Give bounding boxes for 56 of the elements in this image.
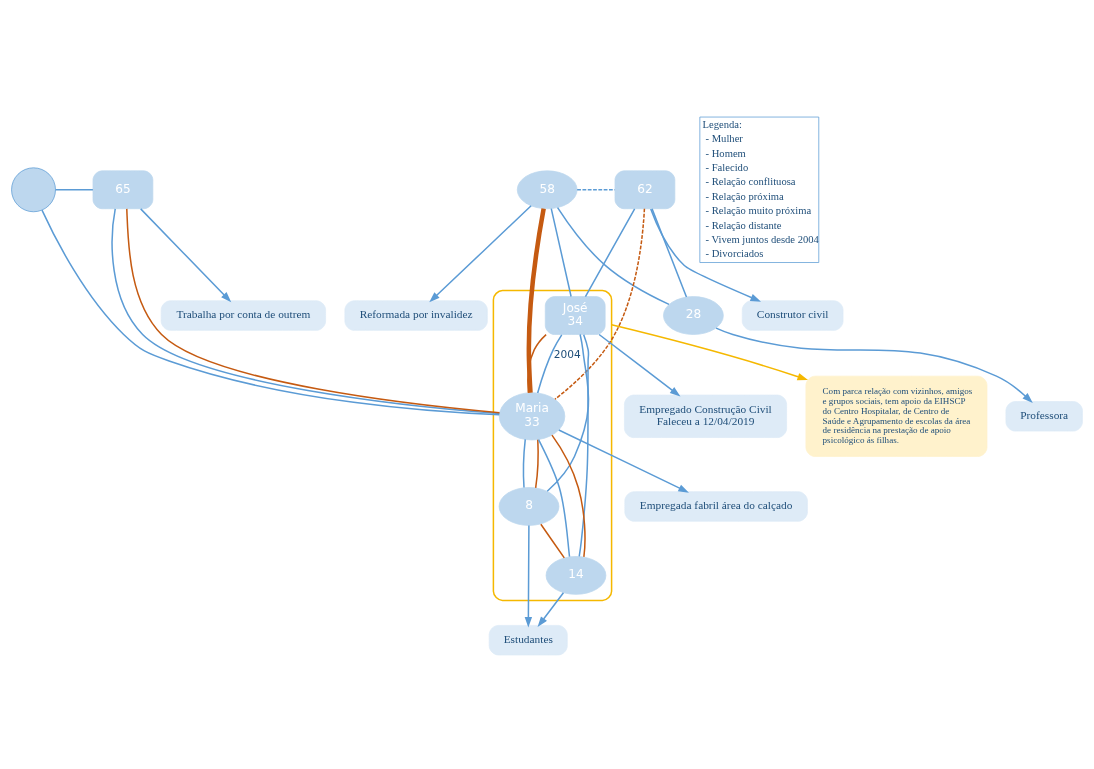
- legend-label: - Homem: [705, 147, 746, 159]
- connector: [41, 209, 500, 416]
- arrow: [537, 592, 565, 628]
- connector: [527, 333, 547, 394]
- node-ellipse: 8: [498, 487, 560, 526]
- arrow: [139, 208, 232, 303]
- node-box: Com parca relação com vizinhos, amigos e grupos sociais, tem apoio da EIHSCP do Centro Hospitalar, de Centro de Saúde e Agrupamento de escolas da área de residência na prestação de apoio psicológico ás filhas.: [805, 375, 988, 457]
- legend-label: - Relação muito próxima: [705, 205, 812, 217]
- connector: [556, 206, 670, 306]
- connector: [534, 438, 539, 489]
- connector: [584, 208, 636, 298]
- connector: [526, 208, 546, 393]
- connector: [651, 208, 688, 298]
- node-box: Empregada fabril área do calçado: [624, 491, 808, 522]
- node-box: Estudantes: [488, 625, 568, 656]
- node-box: Empregado Construção Civil Faleceu a 12/04/2019: [624, 394, 787, 438]
- cluster: [492, 289, 613, 602]
- node-box: Professora: [1005, 401, 1083, 432]
- arrow: [524, 524, 533, 628]
- connector: [554, 208, 646, 401]
- node-box: 62: [614, 170, 676, 210]
- legend-label: - Falecido: [705, 162, 749, 173]
- connector: [551, 434, 586, 558]
- node-box: 65: [92, 170, 154, 210]
- connector: [578, 333, 590, 558]
- node-box: Trabalha por conta de outrem: [160, 300, 326, 331]
- connector: [54, 189, 94, 191]
- node-box: Construtor civil: [741, 300, 844, 331]
- connector: [540, 523, 566, 559]
- arrow: [610, 324, 809, 381]
- node-circle: [11, 167, 56, 213]
- connector: [576, 189, 616, 191]
- arrow: [650, 208, 762, 302]
- label: Legenda:: [702, 118, 742, 130]
- legend-label: - Mulher: [705, 133, 743, 145]
- legend-label: - Vivem juntos desde 2004: [705, 233, 819, 245]
- connector: [522, 438, 526, 489]
- arrow: [429, 205, 532, 303]
- legend-label: - Relação distante: [705, 219, 782, 231]
- node-ellipse: Maria 33: [498, 392, 566, 441]
- connector: [536, 334, 563, 394]
- legend-label: - Relação conflituosa: [705, 176, 796, 188]
- legend-label: - Relação próxima: [705, 190, 784, 202]
- connector: [550, 207, 572, 298]
- legend-label: - Divorciados: [705, 248, 764, 260]
- node-ellipse: 58: [516, 170, 578, 210]
- connector: [546, 333, 590, 493]
- arrow: [598, 333, 681, 397]
- connector: [537, 438, 571, 558]
- node-box: José 34: [544, 296, 606, 335]
- node-box: Reformada por invalidez: [344, 300, 488, 331]
- arrow: [715, 327, 1033, 404]
- node-ellipse: 14: [545, 556, 607, 595]
- arrow: [558, 429, 689, 493]
- node-ellipse: 28: [663, 296, 724, 335]
- edge-label: 2004: [553, 348, 581, 361]
